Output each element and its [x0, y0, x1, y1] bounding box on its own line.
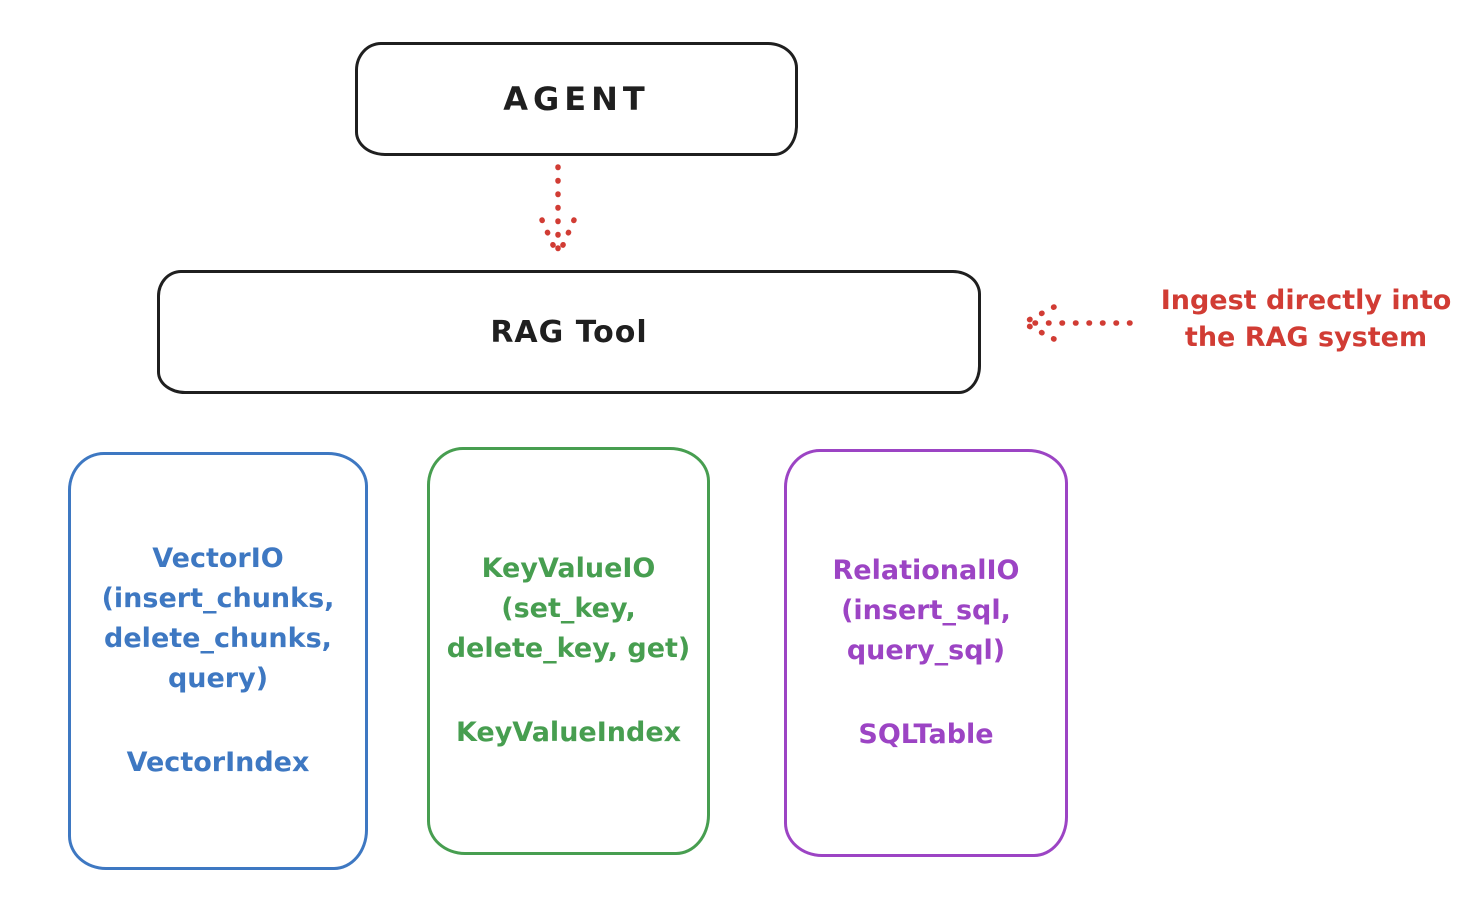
card-lines: RelationalIO (insert_sql, query_sql)	[833, 551, 1020, 671]
card-line: KeyValueIO	[481, 553, 656, 584]
card-line: (insert_chunks,	[101, 583, 335, 614]
card-line: query_sql)	[846, 635, 1006, 666]
ingest-annotation: Ingest directly into the RAG system	[1128, 282, 1484, 356]
card-line: VectorIO	[152, 543, 284, 574]
card-lines: VectorIO (insert_chunks, delete_chunks, …	[102, 539, 335, 699]
dotted-arrow-down-icon	[539, 164, 577, 257]
card-index-label: KeyValueIndex	[455, 717, 682, 748]
card-line: delete_key, get)	[446, 633, 691, 664]
card-index-label: VectorIndex	[126, 747, 310, 778]
card-line: query)	[167, 663, 269, 694]
vector-io-card: VectorIO (insert_chunks, delete_chunks, …	[68, 452, 368, 870]
rag-tool-label: RAG Tool	[490, 314, 648, 350]
rag-tool-node: RAG Tool	[157, 270, 981, 394]
ingest-annotation-line2: the RAG system	[1184, 322, 1428, 353]
agent-node: AGENT	[355, 42, 798, 156]
dotted-arrow-left-icon	[1022, 304, 1133, 342]
agent-label: AGENT	[503, 80, 650, 118]
card-line: (insert_sql,	[841, 595, 1011, 626]
card-index-label: SQLTable	[858, 719, 994, 750]
card-line: (set_key,	[501, 593, 636, 624]
relational-io-card: RelationalIO (insert_sql, query_sql) SQL…	[784, 449, 1068, 857]
card-lines: KeyValueIO (set_key, delete_key, get)	[447, 549, 691, 669]
keyvalue-io-card: KeyValueIO (set_key, delete_key, get) Ke…	[427, 447, 710, 855]
ingest-annotation-line1: Ingest directly into	[1160, 285, 1452, 316]
card-line: RelationalIO	[832, 555, 1020, 586]
card-line: delete_chunks,	[104, 623, 332, 654]
